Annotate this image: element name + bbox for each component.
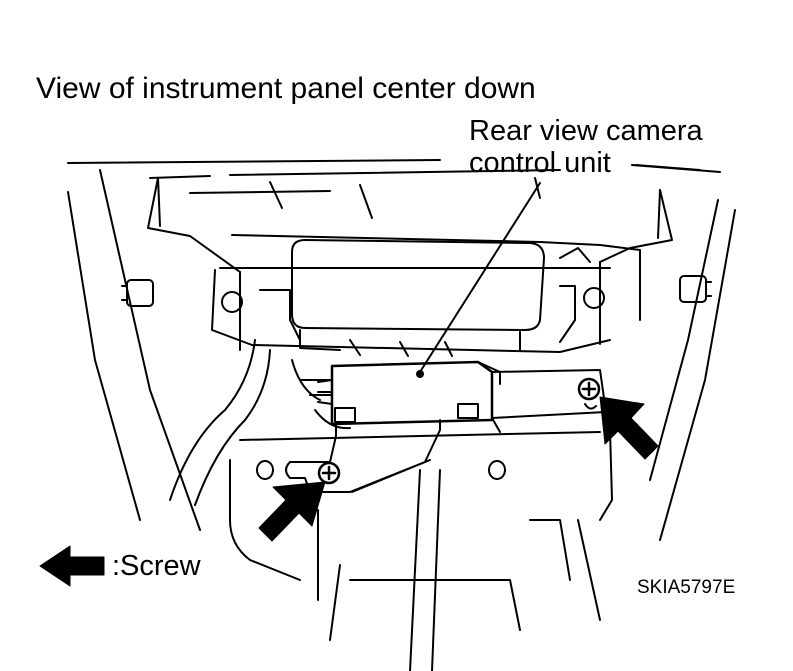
- lower-structure: [229, 429, 613, 671]
- callout-tick: [635, 164, 701, 171]
- screw-icon: [317, 461, 341, 485]
- callout-line-2: control unit: [469, 146, 611, 179]
- callout-label: Rear view camera control unit: [469, 115, 703, 180]
- audio-unit: [291, 239, 545, 357]
- mounting-bracket: [211, 234, 641, 353]
- figure-code: SKIA5797E: [637, 577, 736, 598]
- arrow-left-icon: [39, 545, 105, 587]
- screw-icon: [577, 377, 601, 410]
- legend-text: :Screw: [112, 550, 201, 583]
- side-trim: [67, 169, 736, 541]
- callout-line-1: Rear view camera: [469, 115, 703, 147]
- callout-leader-line: [419, 182, 541, 373]
- legend: :Screw: [40, 545, 201, 589]
- diagram-title: View of instrument panel center down: [36, 72, 536, 105]
- trim-clips: [121, 275, 712, 307]
- screw-arrow-left-lower: [258, 481, 326, 542]
- dashboard-top-lines: [67, 159, 721, 219]
- screw-arrow-right: [599, 396, 659, 460]
- camera-control-unit: [317, 360, 501, 426]
- camera-unit-bracket: [285, 369, 607, 493]
